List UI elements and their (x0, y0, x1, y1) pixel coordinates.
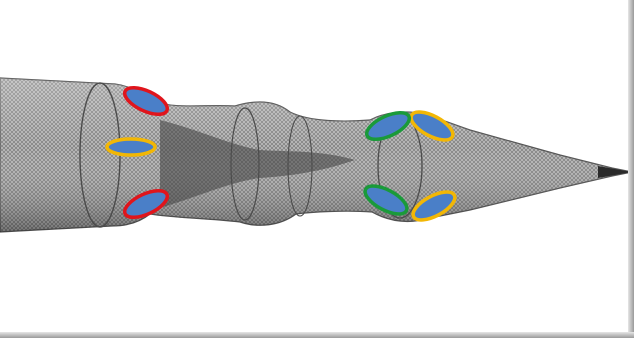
net-body (0, 78, 632, 232)
yellow-marker-left (107, 139, 155, 155)
